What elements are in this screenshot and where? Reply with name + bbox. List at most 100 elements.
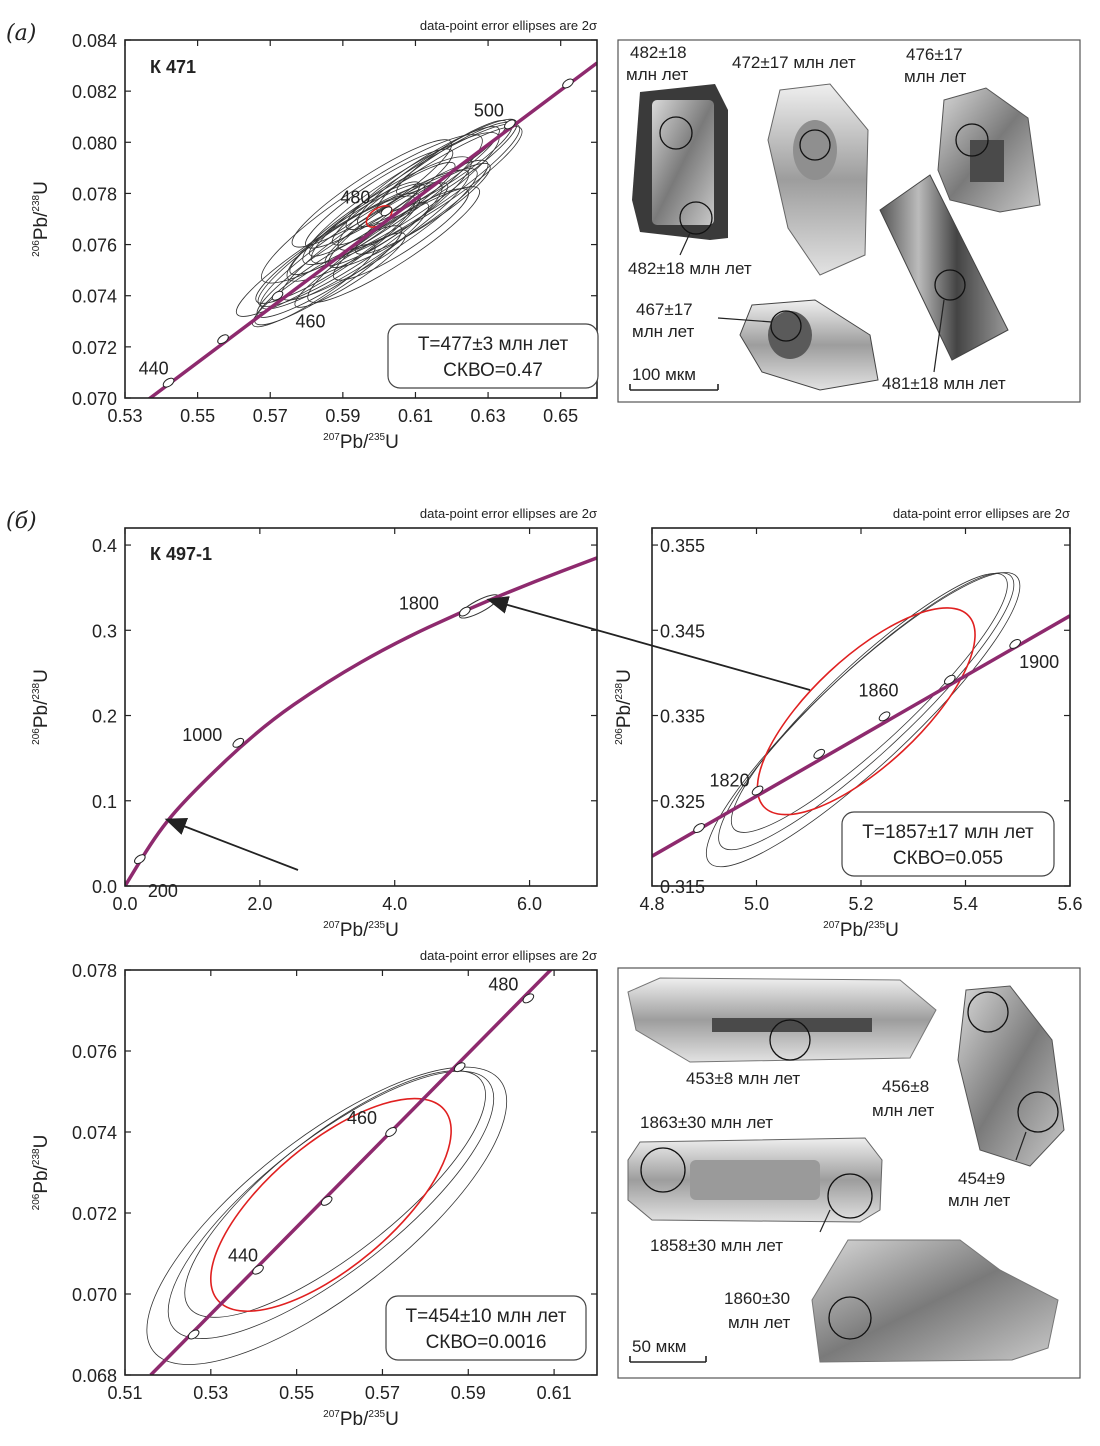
x-axis-title: 207Pb/235U: [323, 432, 399, 453]
age-label: млн лет: [948, 1191, 1011, 1210]
age-label: 481±18 млн лет: [882, 374, 1006, 393]
result-mswd: СКВО=0.47: [443, 360, 543, 381]
result-mswd: СКВО=0.055: [893, 848, 1003, 869]
y-axis-end: U: [31, 669, 52, 683]
data-ellipse: [307, 186, 481, 303]
y-tick-label: 0.076: [72, 236, 117, 256]
age-label: 453±8 млн лет: [686, 1069, 800, 1088]
age-label: 1820: [710, 771, 750, 791]
age-marker: [504, 119, 516, 130]
mean-ellipse: [756, 607, 976, 816]
age-marker: [1009, 638, 1021, 649]
plot-frame: [124, 39, 598, 399]
data-ellipse: [332, 188, 469, 281]
data-ellipse: [291, 139, 453, 248]
data-ellipse: [146, 1066, 508, 1365]
x-tick-label: 0.53: [193, 1383, 228, 1403]
y-tick-label: 0.2: [92, 707, 117, 727]
y-tick-label: 0.325: [660, 792, 705, 812]
y-axis-main: Pb/: [31, 699, 52, 728]
y-tick-label: 0.074: [72, 287, 117, 307]
data-ellipse: [718, 572, 1015, 851]
age-marker: [459, 606, 471, 617]
zircon-grain: [879, 174, 1009, 361]
result-box: [385, 1295, 587, 1361]
age-label: 440: [228, 1246, 258, 1266]
age-marker: [134, 854, 146, 865]
zircon-image-panel-b: 453±8 млн лет 456±8 млн лет 1863±30 млн …: [617, 967, 1081, 1379]
y-axis-sup: 238: [614, 682, 625, 699]
plot-frame: [124, 527, 598, 887]
age-label: 1860: [859, 680, 899, 700]
x-axis-title: 207Pb/235U: [323, 920, 399, 941]
plot-frame: [124, 969, 598, 1376]
age-marker: [252, 1264, 264, 1275]
x-axis-sup: 207: [823, 920, 840, 931]
y-tick-label: 0.345: [660, 621, 705, 641]
x-axis-title: 207Pb/235U: [323, 1409, 399, 1430]
x-axis-sup: 235: [368, 1409, 385, 1420]
age-label: млн лет: [872, 1101, 935, 1120]
x-axis-main: Pb/: [340, 920, 369, 941]
scale-label: 50 мкм: [632, 1337, 686, 1356]
ellipse-note: data-point error ellipses are 2σ: [420, 506, 597, 521]
concordia-line: [147, 61, 597, 398]
age-label: 200: [148, 881, 178, 901]
age-marker: [217, 334, 229, 345]
y-tick-label: 0.1: [92, 792, 117, 812]
x-axis-end: U: [885, 920, 899, 941]
x-tick-label: 0.55: [180, 406, 215, 426]
age-label: 482±18: [630, 43, 687, 62]
x-tick-label: 0.59: [451, 1383, 486, 1403]
y-axis-sup: 206: [31, 1193, 42, 1210]
age-marker: [453, 1062, 466, 1073]
x-tick-label: 0.61: [398, 406, 433, 426]
age-label: 472±17 млн лет: [732, 53, 856, 72]
y-axis-title: 206Pb/238U: [31, 181, 52, 257]
data-ellipse: [345, 126, 500, 230]
y-tick-label: 0.315: [660, 877, 705, 897]
age-label: млн лет: [626, 65, 689, 84]
result-age: T=477±3 млн лет: [418, 334, 569, 355]
y-axis-title: 206Pb/238U: [31, 1135, 52, 1211]
age-marker: [162, 377, 175, 388]
x-axis-sup: 235: [868, 920, 885, 931]
x-axis-main: Pb/: [340, 432, 369, 453]
age-label: 467±17: [636, 300, 693, 319]
plot-area: [146, 970, 554, 1375]
concordia-line: [125, 556, 597, 886]
age-label: 460: [295, 312, 325, 332]
age-label: 1858±30 млн лет: [650, 1236, 783, 1255]
age-label: 480: [488, 974, 518, 994]
age-marker: [944, 674, 956, 685]
x-axis-end: U: [385, 432, 399, 453]
age-label: 460: [347, 1108, 377, 1128]
plot-area: [652, 572, 1070, 868]
age-marker: [878, 711, 891, 722]
y-axis-end: U: [614, 669, 635, 683]
result-box: [841, 811, 1055, 877]
age-label: 454±9: [958, 1169, 1005, 1188]
panel-label-a: (a): [6, 21, 36, 46]
age-marker: [522, 993, 535, 1004]
x-axis-sup: 207: [323, 1409, 340, 1420]
data-ellipse: [184, 1070, 486, 1318]
y-tick-label: 0.084: [72, 31, 117, 51]
data-ellipse: [294, 232, 406, 308]
x-tick-label: 0.55: [279, 1383, 314, 1403]
x-tick-label: 0.61: [537, 1383, 572, 1403]
data-ellipse: [289, 183, 426, 276]
y-axis-sup: 238: [31, 194, 42, 211]
y-axis-main: Pb/: [31, 211, 52, 240]
y-axis-main: Pb/: [31, 1164, 52, 1193]
age-label: млн лет: [728, 1313, 791, 1332]
y-tick-label: 0.070: [72, 389, 117, 409]
x-tick-label: 5.4: [953, 894, 978, 914]
y-tick-label: 0.4: [92, 536, 117, 556]
y-axis-sup: 206: [31, 728, 42, 745]
age-marker: [271, 290, 284, 301]
age-marker: [813, 748, 826, 759]
